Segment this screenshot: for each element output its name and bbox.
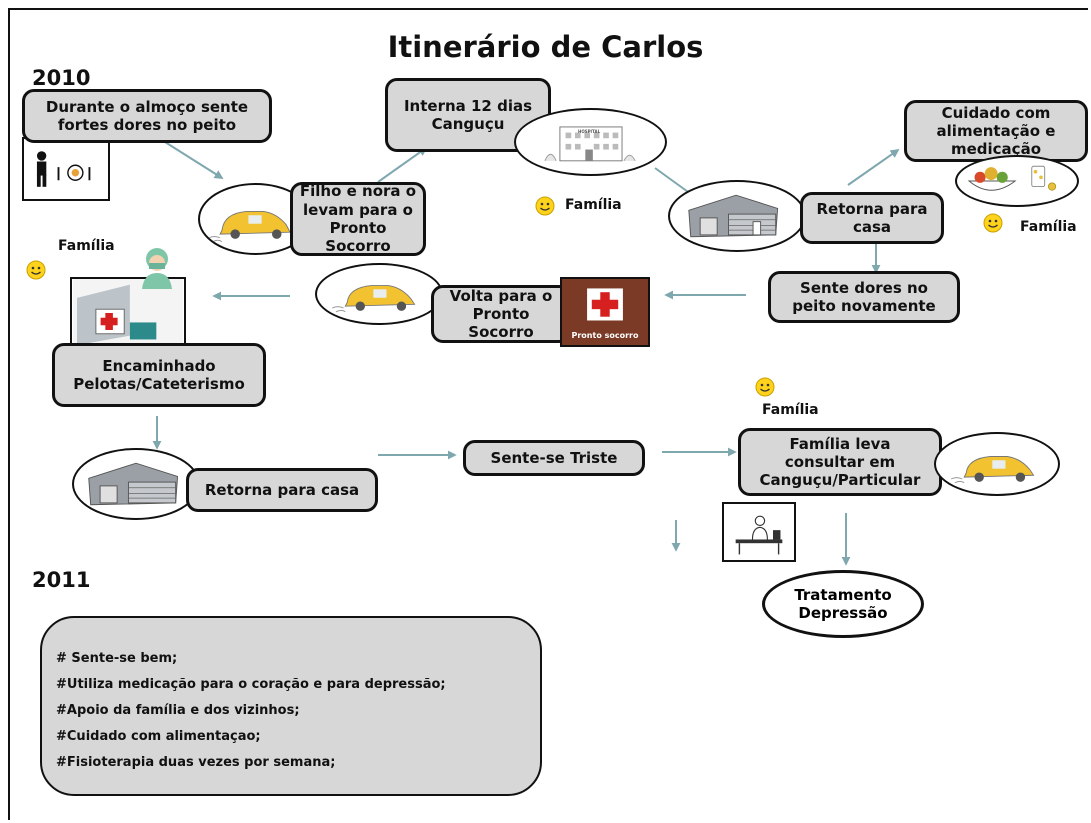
smiley-icon (755, 377, 775, 397)
smiley-icon (535, 196, 555, 216)
summary-line: #Apoio da família e dos vizinhos; (56, 703, 300, 718)
year-2011: 2011 (32, 568, 91, 592)
step-volta: Volta para o Pronto Socorro (431, 285, 571, 343)
diagram-frame (8, 8, 1088, 820)
step-cuidado: Cuidado com alimentação e medicação (904, 100, 1088, 162)
family-label-medico: Família (58, 238, 115, 254)
summary-2011: # Sente-se bem; #Utiliza medicação para … (40, 616, 542, 796)
house-icon (668, 180, 806, 252)
summary-line: #Fisioterapia duas vezes por semana; (56, 755, 336, 770)
step-encaminhado: Encaminhado Pelotas/Cateterismo (52, 343, 266, 407)
step-triste: Sente-se Triste (463, 440, 645, 476)
summary-line: #Cuidado com alimentaçao; (56, 729, 261, 744)
smiley-icon (983, 213, 1003, 233)
car-icon (934, 432, 1060, 496)
medic-figure-icon (142, 248, 172, 289)
car-icon (315, 263, 443, 325)
step-familia-leva: Família leva consultar em Canguçu/Partic… (738, 428, 942, 496)
food-bowl-icon (955, 155, 1079, 207)
consultation-desk-icon (722, 502, 796, 562)
pills-icon (1031, 165, 1046, 187)
house-icon (72, 448, 200, 520)
smiley-icon (26, 260, 46, 280)
step-retorna-casa: Retorna para casa (800, 192, 944, 244)
step-sente-dores: Sente dores no peito novamente (768, 271, 960, 323)
first-aid-sign-icon: Pronto socorro (560, 277, 650, 347)
hospital-sign: HOSPITAL (578, 129, 601, 134)
person-meal-icon (22, 137, 110, 201)
family-label-consulta: Família (762, 402, 819, 418)
step-tratamento: Tratamento Depressão (762, 570, 924, 638)
doctor-icon (70, 277, 186, 349)
family-label-cuidado: Família (1020, 219, 1077, 235)
step-filho: Filho e nora o levam para o Pronto Socor… (290, 182, 426, 256)
summary-line: # Sente-se bem; (56, 651, 178, 666)
family-label-hospital: Família (565, 197, 622, 213)
year-2010: 2010 (32, 66, 91, 90)
diagram-title: Itinerário de Carlos (387, 30, 704, 64)
hospital-icon: HOSPITAL (514, 108, 667, 176)
step-almoco: Durante o almoço sente fortes dores no p… (22, 89, 272, 143)
summary-line: #Utiliza medicação para o coração e para… (56, 677, 446, 692)
step-retorna-casa-2: Retorna para casa (186, 468, 378, 512)
pronto-socorro-sign-label: Pronto socorro (571, 331, 639, 340)
